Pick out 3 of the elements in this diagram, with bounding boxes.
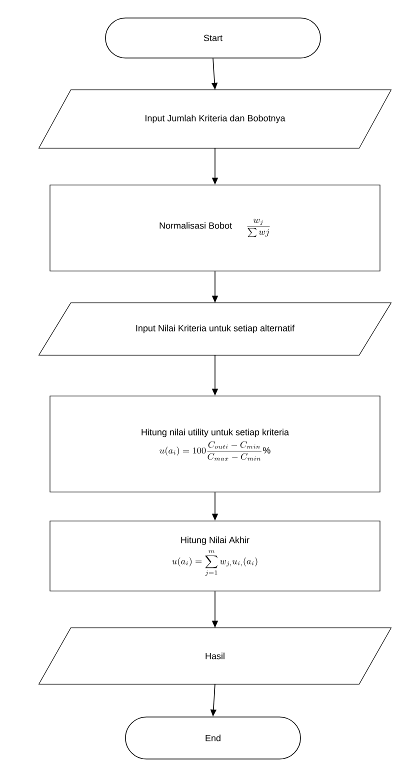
process-box: Normalisasi Bobot $\frac{w_j}{\sum wj}$ [50,184,380,272]
process-box: Hitung nilai utility untuk setiap kriteria $u(a_i) = 100\frac{C_{outi}-C_{min}}{C_{max}-C_{min}}\%$ [50,396,380,492]
process-box: Hitung Nilai Akhir $u(a_i) = \sum_{j=1}^{m} w_{j,} u_{i,} (a_i)$ [50,520,380,592]
